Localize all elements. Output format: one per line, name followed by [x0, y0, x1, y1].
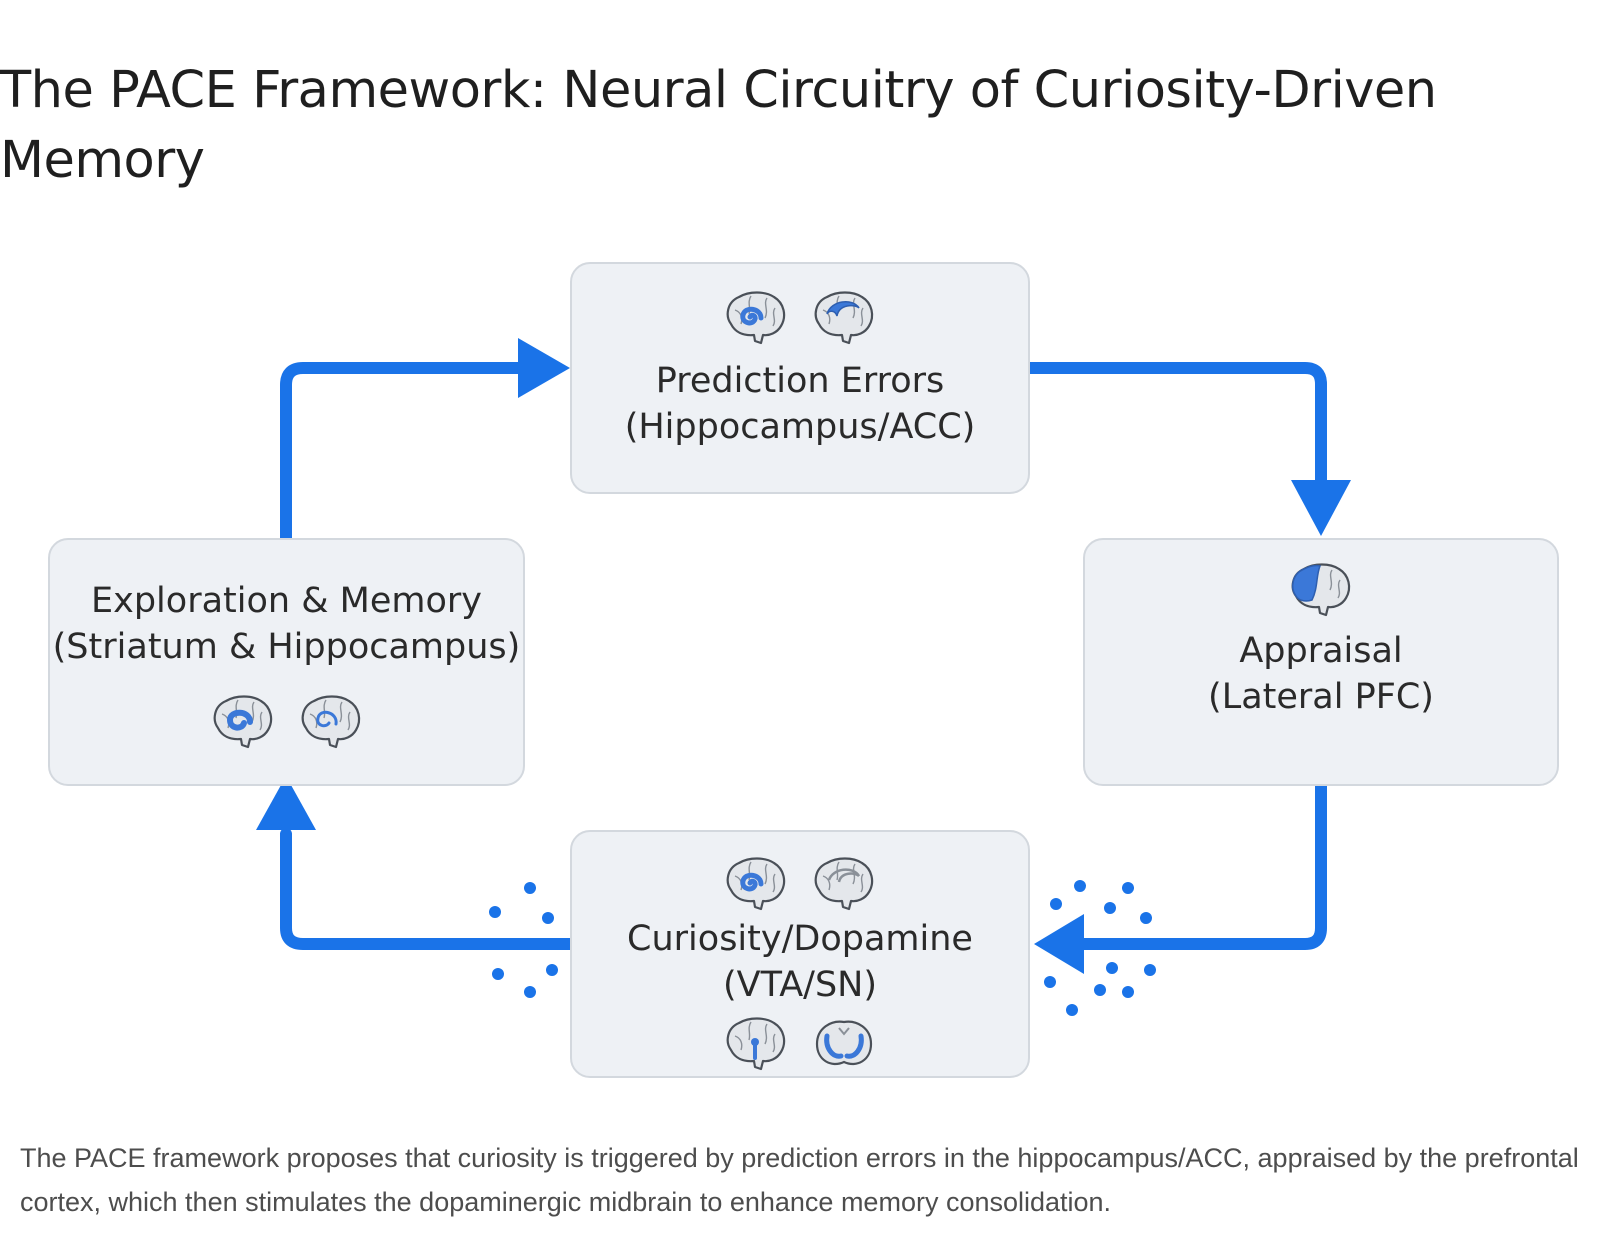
node-appraisal: Appraisal (Lateral PFC) — [1083, 538, 1559, 786]
arrow-prediction-to-appraisal — [1024, 362, 1327, 496]
node-exploration-memory: Exploration & Memory (Striatum & Hippoca… — [48, 538, 525, 786]
appraisal-title: Appraisal — [1239, 631, 1403, 671]
appraisal-subtitle: (Lateral PFC) — [1208, 677, 1434, 717]
arrowhead-into-exploration — [256, 776, 316, 830]
prediction-title: Prediction Errors — [655, 361, 945, 401]
page-title: The PACE Framework: Neural Circuitry of … — [0, 61, 1437, 190]
arrow-exploration-to-prediction — [280, 362, 531, 544]
node-prediction-errors: Prediction Errors (Hippocampus/ACC) — [570, 262, 1030, 494]
curiosity-icon-row-bottom — [572, 1014, 1028, 1072]
cycle-connectors — [256, 338, 1351, 1016]
brain-hippocampus-icon — [726, 291, 786, 345]
arrowhead-into-appraisal — [1291, 480, 1351, 536]
curiosity-icon-row-top — [572, 854, 1028, 912]
dopamine-dots-left — [489, 882, 558, 998]
arrowhead-into-prediction — [518, 338, 570, 398]
arrowhead-into-curiosity — [1034, 914, 1084, 974]
appraisal-icon-row — [1085, 560, 1557, 618]
brain-sagittal-icon — [814, 857, 874, 911]
figure-caption: The PACE framework proposes that curiosi… — [20, 1143, 1579, 1217]
dopamine-dots-right — [1044, 880, 1156, 1016]
brain-acc-icon — [814, 291, 874, 345]
exploration-subtitle: (Striatum & Hippocampus) — [52, 627, 521, 667]
brain-midbrain-section-icon — [815, 1020, 873, 1066]
brain-midbrain-sagittal-icon — [726, 1017, 786, 1071]
brain-hippocampus-icon — [726, 857, 786, 911]
brain-striatum-icon — [213, 695, 272, 749]
prediction-subtitle: (Hippocampus/ACC) — [624, 407, 976, 447]
arrow-curiosity-to-exploration — [280, 828, 576, 950]
brain-lateral-pfc-icon — [1291, 563, 1351, 617]
exploration-icon-row — [50, 692, 523, 750]
prediction-icon-row — [572, 288, 1028, 346]
node-curiosity-dopamine: Curiosity/Dopamine (VTA/SN) — [570, 830, 1030, 1078]
pace-cycle-diagram: Prediction Errors (Hippocampus/ACC) Appr… — [0, 240, 1600, 1080]
exploration-title: Exploration & Memory — [91, 581, 482, 621]
curiosity-subtitle: (VTA/SN) — [722, 965, 878, 1005]
arrow-appraisal-to-curiosity — [1069, 780, 1327, 950]
brain-hippocampus-icon — [301, 695, 360, 749]
curiosity-title: Curiosity/Dopamine — [627, 919, 973, 959]
